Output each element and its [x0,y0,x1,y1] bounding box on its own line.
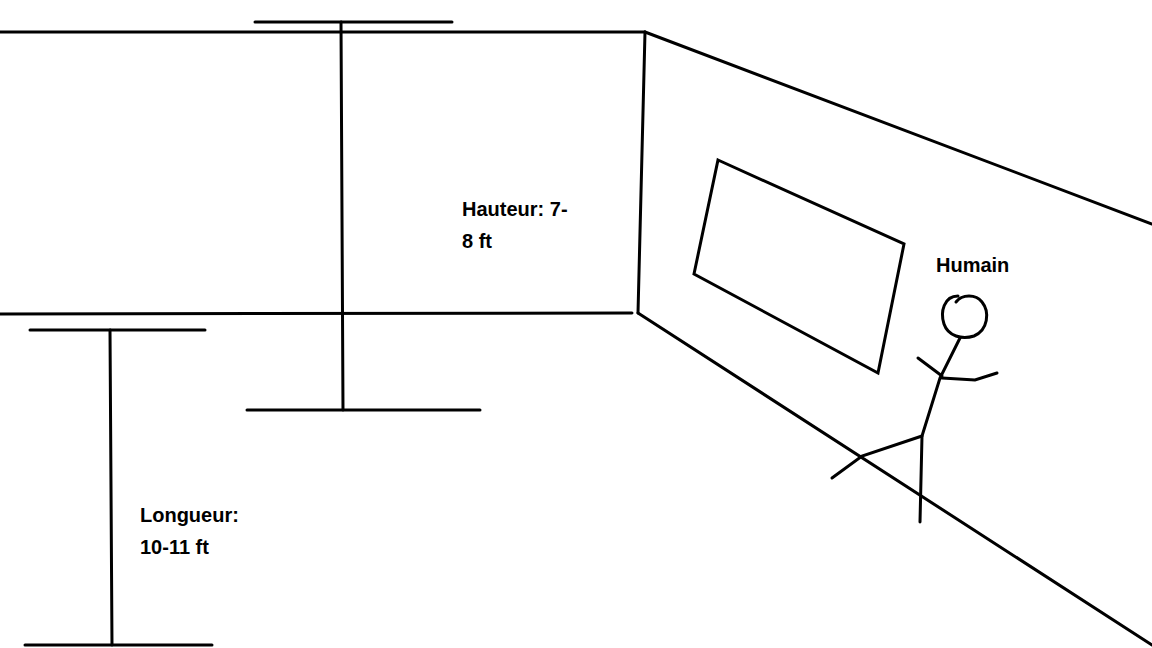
dimension-bar [25,644,212,647]
window-shape [694,160,904,373]
dimension-label: Hauteur: 7-8 ft [462,193,570,257]
dimension-line [341,22,343,410]
figure-arm [942,373,997,380]
floor-edge [0,313,632,314]
figure-head [943,296,987,338]
dimension-bar [30,329,205,332]
dimension-line [110,330,112,645]
figure-leg [832,436,922,478]
figure-label: Humain [936,249,1046,281]
ceiling-edge [0,31,645,34]
ceiling-side-edge [645,32,1152,224]
dimension-bar [247,409,480,412]
figure-arm [918,358,942,376]
floor-side-edge [638,313,1152,645]
dimension-bar [255,21,452,24]
corner-edge [638,32,645,313]
dimension-label: Longueur: 10-11 ft [140,499,268,563]
